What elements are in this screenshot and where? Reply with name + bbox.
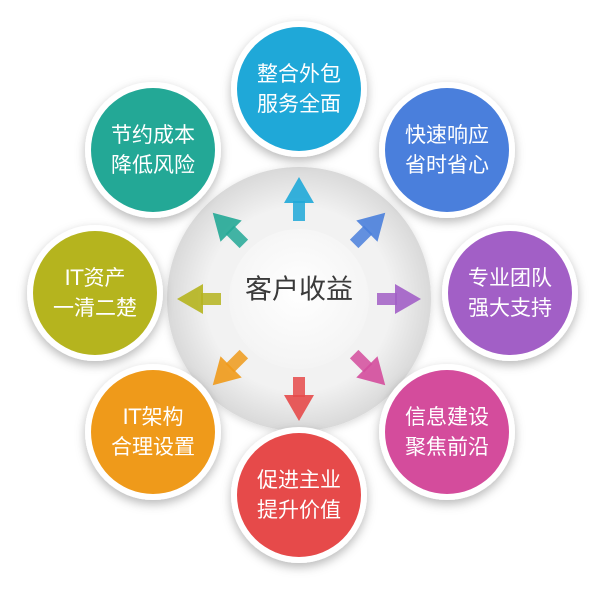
bubble-fill-bottom-right <box>385 370 509 494</box>
bubble-line2-right: 强大支持 <box>468 296 552 320</box>
bubble-fill-right <box>448 231 572 355</box>
arrow-right <box>377 284 421 314</box>
bubble-line2-bottom: 提升价值 <box>257 498 341 522</box>
arrow-top <box>284 177 314 221</box>
arrow-bottom <box>284 377 314 421</box>
bubbles-layer: 整合外包服务全面快速响应省时省心专业团队强大支持信息建设聚焦前沿促进主业提升价值… <box>27 21 578 563</box>
arrow-bottom-right <box>349 349 386 386</box>
bubble-line1-top: 整合外包 <box>257 62 341 86</box>
bubble-line2-top-left: 降低风险 <box>111 153 195 177</box>
bubble-line1-bottom-right: 信息建设 <box>405 405 489 429</box>
bubble-line2-top-right: 省时省心 <box>405 153 489 177</box>
bubble-line2-bottom-right: 聚焦前沿 <box>405 435 489 459</box>
bubble-fill-bottom <box>237 433 361 557</box>
bubble-line1-bottom-left: IT架构 <box>122 405 183 429</box>
center-label: 客户收益 <box>245 275 353 306</box>
bubble-line2-top: 服务全面 <box>257 92 341 116</box>
center-disc <box>229 229 369 369</box>
arrow-bottom-left <box>212 349 249 386</box>
bubble-line1-bottom: 促进主业 <box>257 468 341 492</box>
bubble-line1-left: IT资产 <box>64 266 125 290</box>
bubble-fill-top-right <box>385 88 509 212</box>
bubble-line1-right: 专业团队 <box>468 266 552 290</box>
bubble-line2-bottom-left: 合理设置 <box>111 435 195 459</box>
bubble-fill-top-left <box>91 88 215 212</box>
arrows-layer <box>177 177 421 421</box>
bubble-fill-top <box>237 27 361 151</box>
arrow-top-right <box>349 212 386 249</box>
bubble-line2-left: 一清二楚 <box>53 296 137 320</box>
bubble-line1-top-left: 节约成本 <box>111 123 195 147</box>
bubble-line1-top-right: 快速响应 <box>405 123 489 147</box>
bubble-fill-left <box>33 231 157 355</box>
arrow-top-left <box>212 212 249 249</box>
arrow-left <box>177 284 221 314</box>
bubble-fill-bottom-left <box>91 370 215 494</box>
